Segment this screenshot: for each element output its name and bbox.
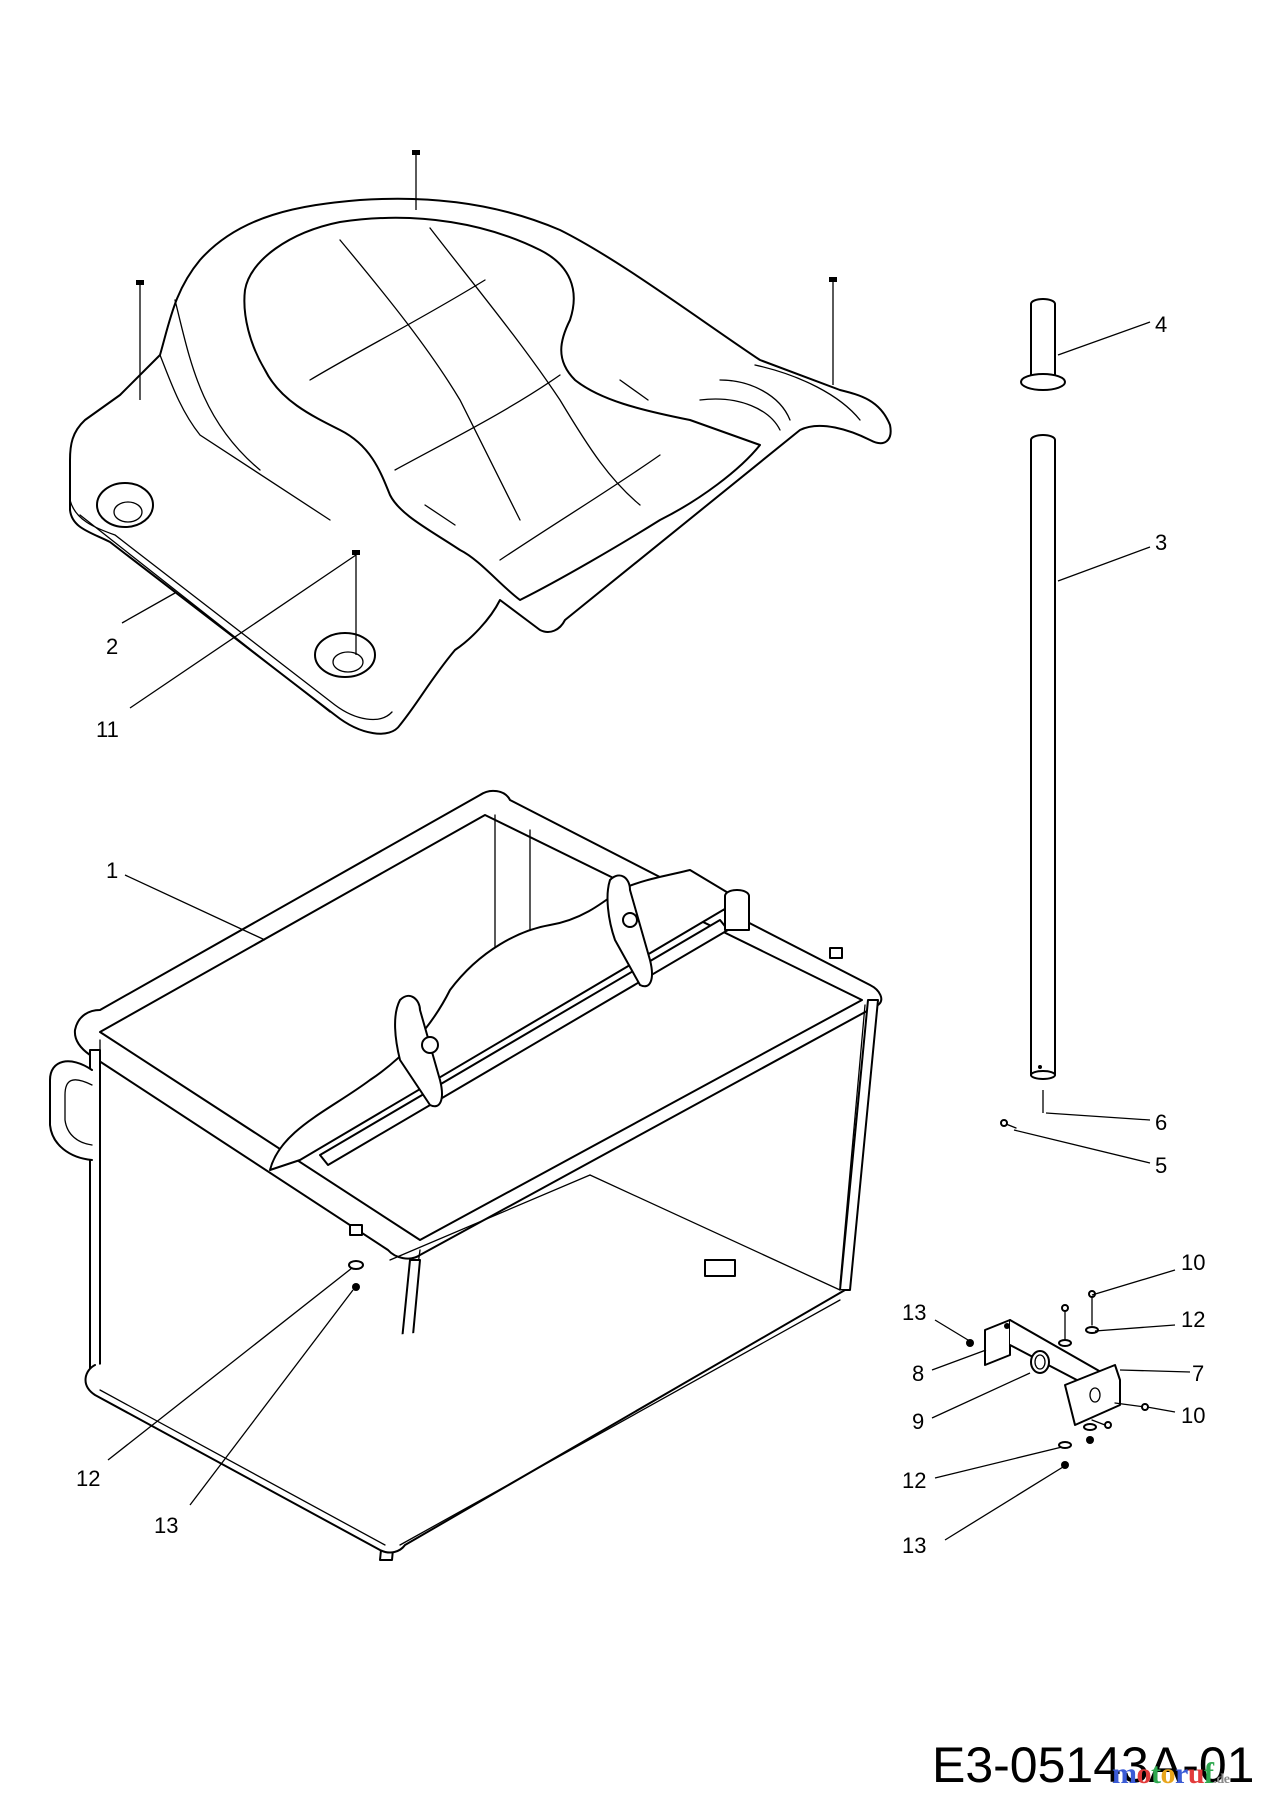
drawing-number: E3-05143A-01 xyxy=(932,1737,1254,1793)
callout-2: 2 xyxy=(106,634,118,659)
bag-cover xyxy=(69,150,892,735)
bag-frame xyxy=(49,789,883,1561)
cover-screw-top xyxy=(412,150,420,210)
callout-9: 9 xyxy=(912,1409,924,1434)
callout-5: 5 xyxy=(1155,1153,1167,1178)
callout-6: 6 xyxy=(1155,1110,1167,1135)
cover-screw-middle xyxy=(352,550,360,655)
callout-13b: 13 xyxy=(902,1300,926,1325)
callout-11: 11 xyxy=(96,717,119,742)
callout-10a: 10 xyxy=(1181,1250,1205,1275)
callout-12b: 12 xyxy=(1181,1307,1205,1332)
callout-7: 7 xyxy=(1192,1361,1204,1386)
callout-12a: 12 xyxy=(76,1466,100,1491)
callout-8: 8 xyxy=(912,1361,924,1386)
callout-12c: 12 xyxy=(902,1468,926,1493)
tube-assembly xyxy=(1000,298,1066,1129)
bracket-assembly xyxy=(966,1290,1149,1469)
frame-nut xyxy=(352,1283,360,1291)
callout-labels: 1 2 3 4 5 6 7 8 9 10 10 11 12 12 12 13 1… xyxy=(76,312,1205,1558)
leader-lines xyxy=(107,321,1191,1541)
callout-13c: 13 xyxy=(902,1533,926,1558)
callout-1: 1 xyxy=(106,858,118,883)
cover-screw-right xyxy=(829,277,837,385)
callout-13a: 13 xyxy=(154,1513,178,1538)
callout-4: 4 xyxy=(1155,312,1167,337)
callout-10b: 10 xyxy=(1181,1403,1205,1428)
cover-screw-left xyxy=(136,280,144,400)
frame-washer xyxy=(348,1260,364,1270)
callout-3: 3 xyxy=(1155,530,1167,555)
watermark-logo: motoruf.de xyxy=(1112,1757,1230,1790)
